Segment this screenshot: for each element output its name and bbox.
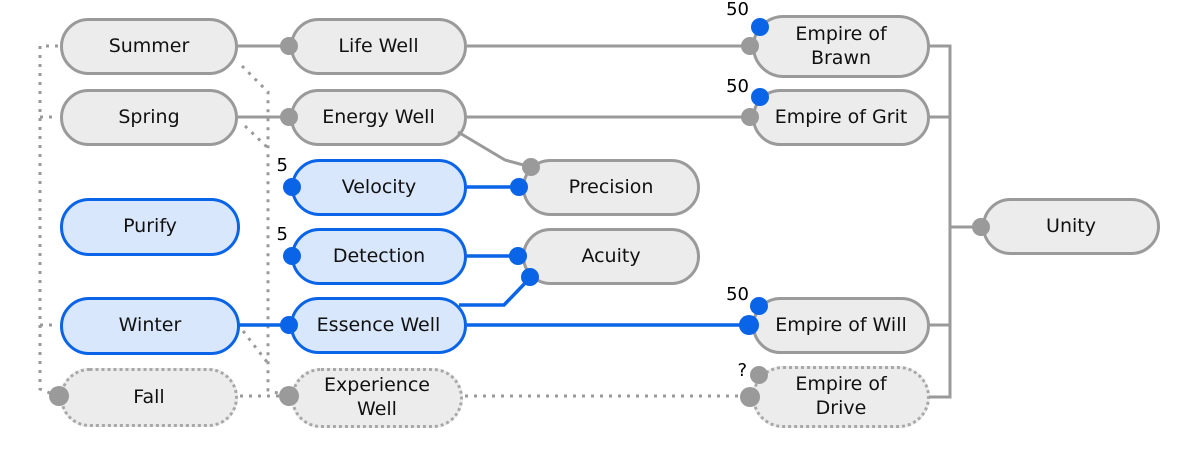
node-life-well-label: Life Well — [338, 34, 419, 57]
node-unity[interactable]: Unity — [982, 198, 1160, 255]
node-acuity-label: Acuity — [581, 244, 641, 267]
node-energy-well-label: Energy Well — [322, 105, 435, 128]
node-unity-label: Unity — [1046, 214, 1096, 237]
node-summer-label: Summer — [108, 34, 190, 57]
node-empire-of-drive-badge: ? — [737, 360, 747, 381]
node-summer[interactable]: Summer — [60, 18, 238, 75]
node-velocity-badge: 5 — [276, 155, 288, 176]
node-empire-of-brawn-badge: 50 — [726, 0, 749, 20]
node-detection-badge: 5 — [276, 224, 288, 245]
node-essence-well-label: Essence Well — [316, 313, 441, 336]
node-acuity[interactable]: Acuity — [522, 228, 700, 285]
node-essence-well[interactable]: Essence Well — [290, 297, 467, 354]
node-empire-of-grit-badge: 50 — [726, 76, 749, 97]
node-energy-well[interactable]: Energy Well — [290, 89, 467, 146]
node-purify[interactable]: Purify — [60, 198, 240, 256]
node-empire-of-grit-label: Empire of Grit — [774, 105, 908, 128]
node-empire-of-brawn-label: Empire of Brawn — [795, 22, 887, 69]
node-velocity[interactable]: Velocity — [291, 159, 467, 216]
node-fall-label: Fall — [133, 385, 165, 408]
node-detection[interactable]: Detection — [291, 228, 467, 285]
node-winter[interactable]: Winter — [60, 297, 240, 355]
node-purify-label: Purify — [123, 215, 177, 238]
node-empire-of-will[interactable]: Empire of Will — [752, 297, 930, 354]
node-detection-label: Detection — [332, 244, 426, 267]
node-fall[interactable]: Fall — [60, 368, 238, 427]
node-empire-of-drive-label: Empire of Drive — [795, 373, 887, 419]
node-empire-of-grit[interactable]: Empire of Grit — [752, 89, 930, 146]
node-winter-label: Winter — [118, 314, 182, 337]
node-life-well[interactable]: Life Well — [290, 18, 467, 75]
node-empire-of-drive[interactable]: Empire of Drive — [752, 366, 930, 428]
node-experience-well-label: Experience Well — [324, 374, 430, 420]
node-empire-of-will-label: Empire of Will — [775, 313, 907, 336]
node-velocity-label: Velocity — [341, 175, 417, 198]
node-precision[interactable]: Precision — [522, 159, 700, 216]
node-experience-well[interactable]: Experience Well — [291, 368, 463, 428]
node-empire-of-will-badge: 50 — [726, 284, 749, 305]
node-spring[interactable]: Spring — [60, 89, 238, 146]
node-precision-label: Precision — [568, 175, 654, 198]
node-empire-of-brawn[interactable]: Empire of Brawn — [752, 15, 930, 78]
node-spring-label: Spring — [118, 105, 180, 128]
